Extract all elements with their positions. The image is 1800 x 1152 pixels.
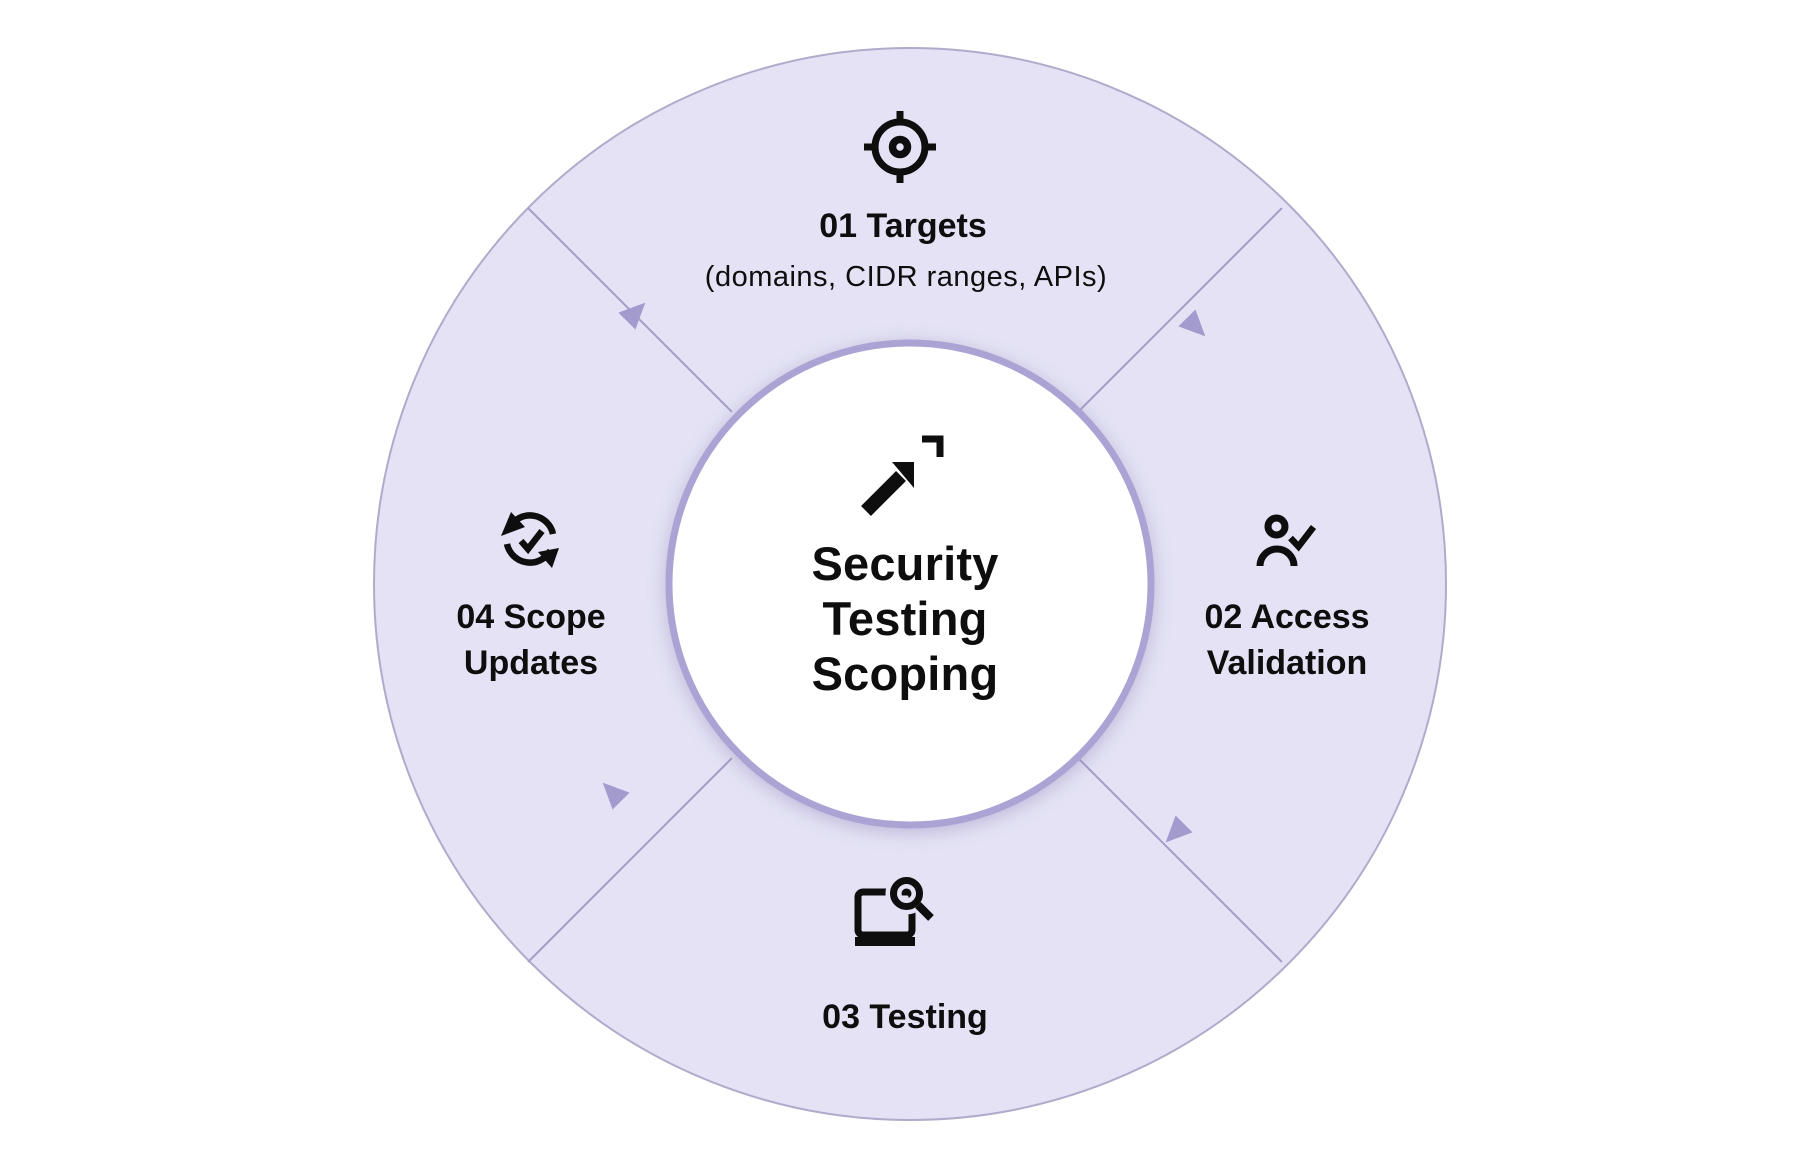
segment-04-label: 04 Scope Updates <box>456 598 606 682</box>
center-title: Security Testing Scoping <box>811 537 999 700</box>
user-check-icon <box>1256 514 1317 567</box>
segment-01-sublabel: (domains, CIDR ranges, APIs) <box>704 261 1108 293</box>
arrow-up-right-icon <box>861 435 944 516</box>
segment-03-label: 03 Testing <box>822 998 988 1036</box>
target-icon <box>864 111 936 183</box>
flow-arrow-icon <box>618 302 646 330</box>
laptop-search-icon <box>854 872 934 946</box>
divider-line-bottom-left <box>527 757 733 963</box>
divider-line-bottom-right <box>1077 757 1283 963</box>
flow-arrow-icon <box>602 782 630 810</box>
sync-check-icon <box>501 512 559 568</box>
divider-line-top-right <box>1077 207 1283 413</box>
flow-arrow-icon <box>1165 815 1193 843</box>
inner-circle <box>665 339 1155 829</box>
segment-01-label: 01 Targets <box>819 207 987 245</box>
segment-02-label: 02 Access Validation <box>1204 598 1370 682</box>
flow-arrow-icon <box>1178 309 1206 337</box>
